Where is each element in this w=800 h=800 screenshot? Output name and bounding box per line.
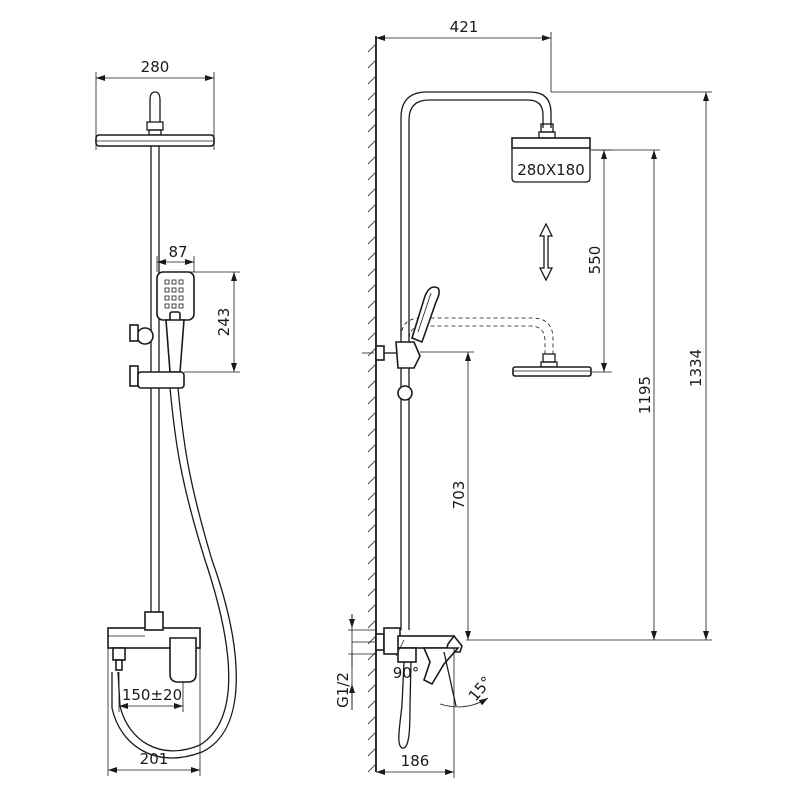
dim-inlet-spacing: 150±20 xyxy=(118,672,184,712)
dim-inlet-spacing-label: 150±20 xyxy=(122,686,182,704)
side-thread-label: G1/2 xyxy=(334,672,352,708)
dim-handshower-width: 87 xyxy=(156,243,195,272)
front-diverter-knob xyxy=(129,324,154,345)
front-mixer xyxy=(107,611,201,683)
side-mixer xyxy=(348,614,463,749)
front-hand-shower xyxy=(156,271,195,373)
dim-total-height-label: 1334 xyxy=(687,349,705,387)
dim-mixer-width-label: 201 xyxy=(140,750,169,768)
side-riser-and-arm xyxy=(400,91,552,630)
dim-wall-projection-label: 186 xyxy=(401,752,430,770)
side-wall-bracket xyxy=(362,345,396,361)
dim-handshower-width-label: 87 xyxy=(168,243,187,261)
side-head-size-label: 280X180 xyxy=(517,161,585,179)
side-holder-knob xyxy=(397,385,413,401)
front-rain-head xyxy=(95,91,215,147)
front-hose xyxy=(111,387,237,759)
dim-head-width: 280 xyxy=(95,58,215,150)
side-swivel-angle-label: 90° xyxy=(393,664,420,682)
dim-slider-height-label: 703 xyxy=(450,481,468,510)
dim-head-width-label: 280 xyxy=(141,58,170,76)
dim-head-height: 1195 xyxy=(466,149,712,641)
wall xyxy=(367,36,377,773)
dim-height-adjust: 550 xyxy=(586,149,612,373)
side-lever-angle-label: 15° xyxy=(465,673,496,705)
dim-head-height-label: 1195 xyxy=(636,376,654,414)
dim-total-height: 1334 xyxy=(551,91,712,640)
dim-arm-projection-label: 421 xyxy=(450,18,479,36)
dim-slider-height: 703 xyxy=(420,351,474,640)
dim-handshower-height-label: 243 xyxy=(215,308,233,337)
dim-height-adjust-label: 550 xyxy=(586,246,604,275)
side-rain-head-lowered xyxy=(400,317,592,377)
dim-wall-projection: 186 xyxy=(376,648,455,778)
side-hand-shower xyxy=(395,286,440,369)
front-holder-bracket xyxy=(129,365,185,389)
dim-arm-projection: 421 xyxy=(376,18,552,92)
dim-handshower-height: 243 xyxy=(184,271,240,373)
height-adjust-arrow-icon xyxy=(538,222,554,282)
side-rain-head-top: 280X180 xyxy=(511,123,591,183)
dim-mixer-width: 201 xyxy=(107,648,201,776)
front-view: 280 87 243 150±20 201 xyxy=(95,58,240,776)
side-view: 280X180 xyxy=(334,18,712,778)
